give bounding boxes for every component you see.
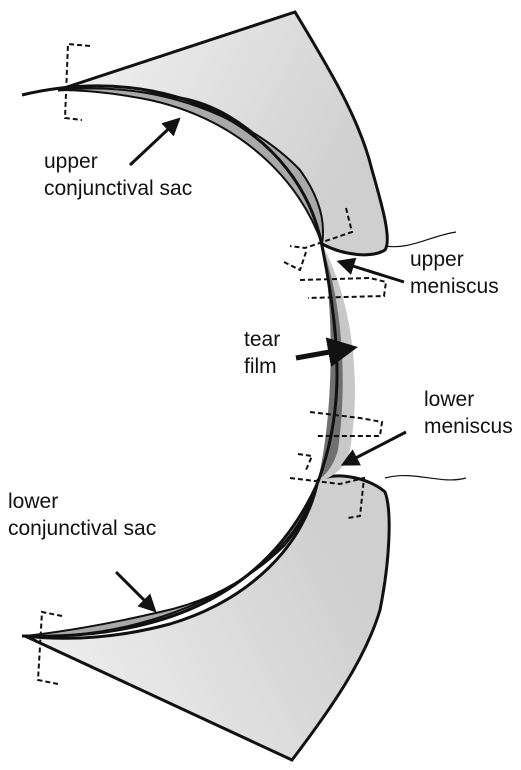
label-upper-meniscus-line1: upper xyxy=(410,246,499,273)
label-lower-meniscus: lower meniscus xyxy=(424,386,513,440)
arrow-lower-sac xyxy=(116,572,154,610)
label-upper-sac-line1: upper xyxy=(44,148,192,175)
upper-skin-line xyxy=(385,232,456,247)
label-upper-meniscus: upper meniscus xyxy=(410,246,499,300)
label-upper-meniscus-line2: meniscus xyxy=(410,273,499,300)
label-lower-sac-line2: conjunctival sac xyxy=(8,515,156,542)
lower-skin-line xyxy=(385,476,466,480)
label-tear-film: tear film xyxy=(244,326,280,380)
label-upper-conjunctival-sac: upper conjunctival sac xyxy=(44,148,192,202)
label-lower-conjunctival-sac: lower conjunctival sac xyxy=(8,488,156,542)
label-tear-film-line2: film xyxy=(244,353,280,380)
label-lower-meniscus-line1: lower xyxy=(424,386,513,413)
upper-eyelid xyxy=(58,12,387,255)
label-lower-meniscus-line2: meniscus xyxy=(424,413,513,440)
label-tear-film-line1: tear xyxy=(244,326,280,353)
label-lower-sac-line1: lower xyxy=(8,488,156,515)
label-upper-sac-line2: conjunctival sac xyxy=(44,175,192,202)
